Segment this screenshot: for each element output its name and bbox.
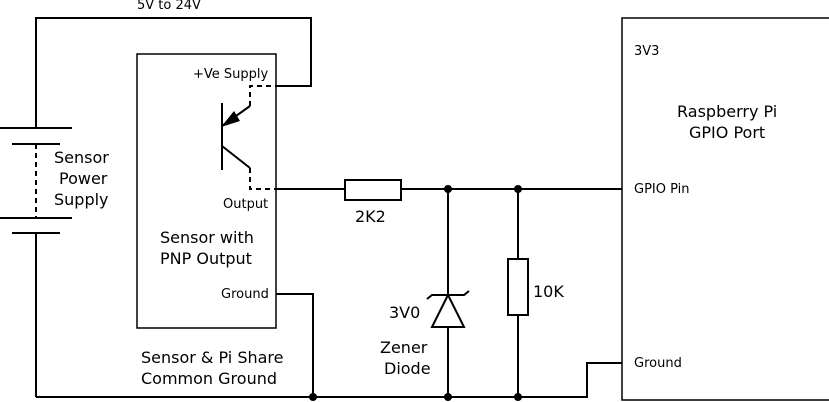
- raspberry-pi-box: [621, 17, 829, 401]
- junction-dot: [444, 393, 452, 401]
- junction-dot: [444, 185, 452, 193]
- sensor-box: [136, 53, 277, 329]
- sensor-ground-pin-label: Ground: [221, 287, 269, 302]
- battery-symbol: [0, 127, 72, 234]
- pi-gpio-pin-label: GPIO Pin: [634, 182, 690, 197]
- pnp-transistor-symbol: [221, 85, 276, 190]
- resistor-2k2: [344, 179, 402, 201]
- zener-value-label: 3V0: [389, 303, 420, 322]
- power-supply-label-3: Supply: [54, 190, 109, 209]
- power-supply-label-2: Power: [59, 169, 108, 188]
- junction-dot: [309, 393, 317, 401]
- resistor-10k-label: 10K: [533, 282, 564, 301]
- junction-dot: [514, 393, 522, 401]
- ground-note-2: Common Ground: [141, 369, 277, 388]
- zener-label-1: Zener: [380, 338, 428, 357]
- pi-title-1: Raspberry Pi: [677, 102, 777, 121]
- sensor-title-2: PNP Output: [160, 249, 252, 268]
- pi-rail-label: 3V3: [634, 44, 659, 59]
- pi-ground-pin-label: Ground: [634, 356, 682, 371]
- pi-title-2: GPIO Port: [689, 123, 765, 142]
- resistor-2k2-label: 2K2: [355, 207, 386, 226]
- sensor-ground-wire: [276, 293, 314, 397]
- sensor-supply-pin-label: +Ve Supply: [193, 67, 269, 82]
- supply-positive-wire: [35, 17, 312, 128]
- resistor-10k: [507, 258, 529, 316]
- junction-dot: [514, 185, 522, 193]
- power-supply-label-1: Sensor: [54, 148, 109, 167]
- ground-bus: [36, 362, 622, 398]
- zener-diode-symbol: [426, 189, 470, 397]
- supply-voltage-label: 5V to 24V: [137, 0, 201, 13]
- sensor-output-pin-label: Output: [223, 197, 268, 212]
- ground-note-1: Sensor & Pi Share: [141, 348, 284, 367]
- sensor-title-1: Sensor with: [160, 228, 254, 247]
- zener-label-2: Diode: [384, 359, 431, 378]
